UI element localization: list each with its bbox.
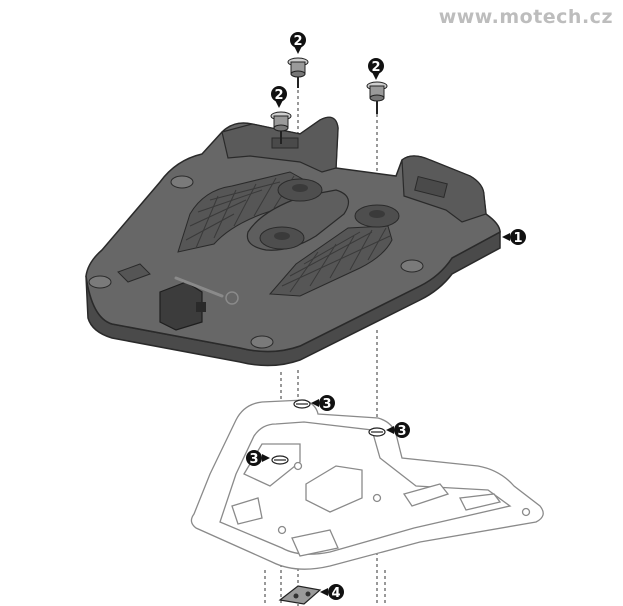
screw-right — [366, 81, 388, 114]
brand-logo-icon — [225, 291, 239, 305]
rack-cutout-front — [231, 497, 263, 525]
rubber-foot-front-left — [88, 275, 112, 289]
clip-right — [368, 427, 386, 437]
rack-hole-left — [293, 461, 303, 471]
rear-slot-right — [414, 175, 448, 199]
rack-cutout-right2 — [459, 493, 502, 511]
rack-hole-front — [277, 525, 287, 535]
rack-cutout-right — [402, 483, 450, 507]
brand-strip — [174, 276, 224, 298]
callout-clip-right: 3 — [386, 422, 410, 439]
mount-hole-left-inner — [292, 184, 308, 192]
rubber-foot-rear-left — [170, 175, 194, 189]
luggage-rack — [190, 399, 544, 570]
grid-left-ribs — [185, 175, 295, 249]
grid-right-ribs — [281, 227, 391, 293]
rack-outline — [190, 399, 544, 570]
front-label-slot — [117, 263, 151, 283]
callout-screw-right: 2 — [368, 58, 384, 80]
lock-tab — [196, 302, 206, 312]
callout-bracket: 4 — [320, 584, 344, 601]
svg-text:2: 2 — [274, 88, 283, 103]
mount-hole-right-inner — [369, 210, 385, 218]
svg-text:1: 1 — [513, 231, 522, 246]
rubber-foot-front — [250, 335, 274, 349]
watermark: www.motech.cz — [438, 6, 613, 28]
callout-clip-left: 3 — [311, 395, 335, 412]
callout-clip-front: 3 — [246, 450, 270, 467]
rack-hole-rear — [521, 507, 531, 517]
screw-left — [287, 57, 309, 88]
svg-text:3: 3 — [249, 452, 258, 467]
svg-text:2: 2 — [371, 60, 380, 75]
clip-front — [271, 455, 289, 465]
callout-screw-left: 2 — [290, 32, 306, 54]
mount-hole-front-inner — [274, 232, 290, 240]
rack-hole-right — [372, 493, 382, 503]
bottom-bracket — [278, 585, 322, 605]
screw-front — [270, 111, 292, 144]
rubber-foot-right — [400, 259, 424, 273]
callout-plate: 1 — [502, 229, 526, 246]
callout-screw-front: 2 — [271, 86, 287, 108]
front-lock-block — [159, 281, 203, 331]
svg-text:3: 3 — [322, 397, 331, 412]
rack-inner-frame — [219, 421, 512, 555]
svg-text:2: 2 — [293, 34, 302, 49]
rack-cutout-center — [305, 465, 363, 513]
svg-text:3: 3 — [397, 424, 406, 439]
clip-left — [293, 399, 311, 409]
svg-text:4: 4 — [331, 586, 340, 601]
rear-slot-left — [271, 137, 299, 149]
rack-front-tab — [291, 529, 339, 557]
mounting-plate — [85, 116, 501, 367]
